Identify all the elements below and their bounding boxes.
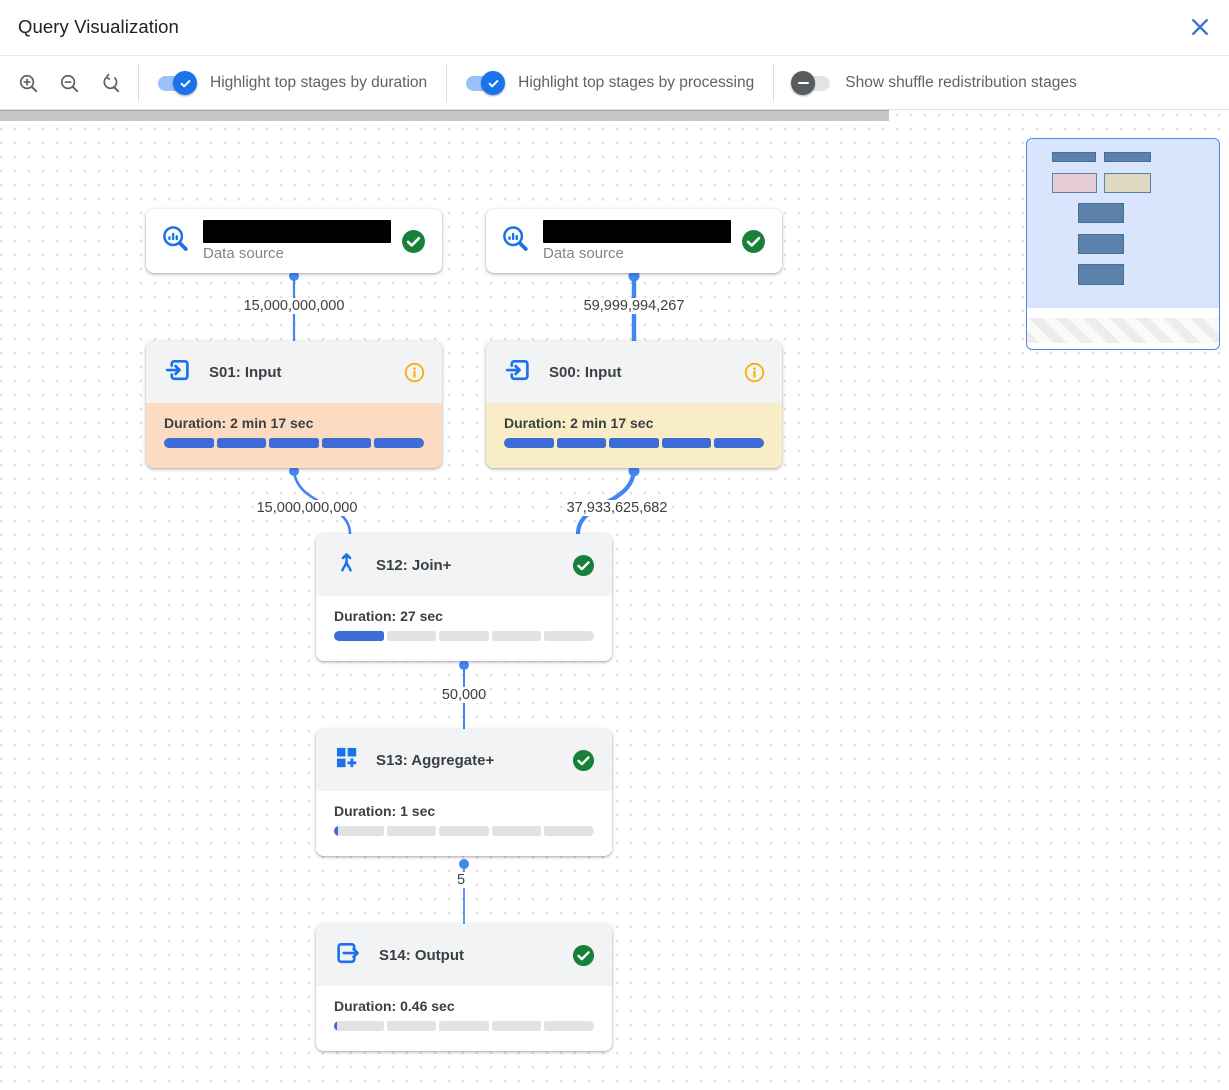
- show-shuffle-toggle[interactable]: [791, 71, 831, 95]
- duration-bar: [334, 1021, 594, 1031]
- toolbar-divider: [138, 64, 139, 102]
- stage-title: S01: Input: [209, 363, 282, 381]
- check-circle-icon: [572, 749, 595, 772]
- join-merge-icon: [333, 549, 360, 581]
- stage-node-s12[interactable]: S12: Join+ Duration: 27 sec: [316, 534, 612, 661]
- stage-duration: Duration: 0.46 sec: [334, 998, 455, 1014]
- zoom-reset-icon: [99, 73, 122, 98]
- output-icon: [333, 938, 363, 973]
- data-source-node-1[interactable]: Data source: [146, 209, 442, 273]
- edge-label-rows: 15,000,000,000: [240, 298, 348, 314]
- toggle-check-icon: [481, 71, 506, 95]
- highlight-processing-toggle[interactable]: [466, 71, 506, 95]
- zoom-out-icon: [58, 74, 81, 98]
- zoom-in-button[interactable]: [15, 70, 42, 97]
- stage-title: S00: Input: [549, 363, 622, 381]
- stage-node-s00[interactable]: S00: Input Duration: 2 min 17 sec: [486, 341, 782, 468]
- stage-title: S13: Aggregate+: [376, 751, 495, 769]
- stage-duration: Duration: 1 sec: [334, 803, 436, 819]
- close-button[interactable]: [1187, 15, 1213, 41]
- data-source-label: Data source: [543, 245, 624, 262]
- minimap[interactable]: [1026, 138, 1220, 350]
- redacted-table-name: [543, 220, 731, 243]
- stage-node-s01[interactable]: S01: Input Duration: 2 min 17 sec: [146, 341, 442, 468]
- stage-duration: Duration: 2 min 17 sec: [504, 415, 654, 431]
- data-source-label: Data source: [203, 245, 284, 262]
- magnifier-barchart-icon: [160, 224, 190, 259]
- check-circle-icon: [741, 229, 766, 254]
- stage-duration: Duration: 27 sec: [334, 608, 443, 624]
- info-icon[interactable]: [404, 362, 425, 383]
- check-circle-icon: [572, 554, 595, 577]
- duration-bar: [504, 438, 764, 448]
- zoom-out-button[interactable]: [56, 70, 83, 97]
- check-circle-icon: [401, 229, 426, 254]
- highlight-processing-label: Highlight top stages by processing: [518, 74, 755, 91]
- zoom-reset-button[interactable]: [97, 70, 124, 97]
- duration-bar: [334, 826, 594, 836]
- minimap-node: [1078, 234, 1124, 254]
- stage-node-s14[interactable]: S14: Output Duration: 0.46 sec: [316, 924, 612, 1051]
- highlight-duration-toggle[interactable]: [158, 71, 197, 95]
- magnifier-barchart-icon: [500, 224, 530, 259]
- minimap-hatch-area: [1027, 318, 1219, 343]
- toggle-check-icon: [173, 71, 197, 95]
- stage-node-s13[interactable]: S13: Aggregate+ Duration: 1 sec: [316, 729, 612, 856]
- toggle-minus-icon: [791, 71, 816, 95]
- modal-header: Query Visualization: [0, 0, 1229, 56]
- zoom-controls: [0, 70, 138, 97]
- toolbar: Highlight top stages by duration Highlig…: [0, 57, 1229, 110]
- minimap-node: [1078, 203, 1124, 223]
- toggle-group-processing: Highlight top stages by processing: [447, 71, 773, 95]
- edge-label-rows: 50,000: [438, 687, 490, 703]
- minimap-node-processing-highlight: [1104, 173, 1151, 193]
- show-shuffle-label: Show shuffle redistribution stages: [845, 74, 1077, 91]
- redacted-table-name: [203, 220, 391, 243]
- aggregate-icon: [333, 744, 360, 776]
- edge-label-rows: 15,000,000,000: [253, 500, 361, 516]
- edge-label-rows: 5: [453, 872, 469, 888]
- minimap-node-duration-highlight: [1052, 173, 1097, 193]
- duration-bar: [334, 631, 594, 641]
- toggle-group-duration: Highlight top stages by duration: [139, 71, 446, 95]
- stage-title: S12: Join+: [376, 556, 452, 574]
- duration-bar: [164, 438, 424, 448]
- stage-title: S14: Output: [379, 946, 464, 964]
- toolbar-divider: [773, 64, 775, 102]
- data-source-node-2[interactable]: Data source: [486, 209, 782, 273]
- minimap-node: [1078, 264, 1124, 285]
- info-icon[interactable]: [744, 362, 765, 383]
- toggle-group-shuffle: Show shuffle redistribution stages: [774, 71, 1096, 95]
- page-title: Query Visualization: [18, 16, 179, 37]
- zoom-in-icon: [17, 74, 40, 98]
- minimap-node: [1104, 152, 1151, 162]
- edge-label-rows: 59,999,994,267: [580, 298, 688, 314]
- check-circle-icon: [572, 944, 595, 967]
- highlight-duration-label: Highlight top stages by duration: [210, 74, 428, 91]
- toolbar-divider: [446, 64, 448, 102]
- stage-duration: Duration: 2 min 17 sec: [164, 415, 314, 431]
- input-icon: [163, 355, 193, 390]
- edge-label-rows: 37,933,625,682: [563, 500, 671, 516]
- minimap-node: [1052, 152, 1096, 162]
- graph-canvas[interactable]: 15,000,000,000 59,999,994,267 15,000,000…: [0, 110, 1229, 1090]
- close-icon: [1188, 19, 1212, 42]
- horizontal-scrollbar-thumb[interactable]: [0, 110, 889, 121]
- input-icon: [503, 355, 533, 390]
